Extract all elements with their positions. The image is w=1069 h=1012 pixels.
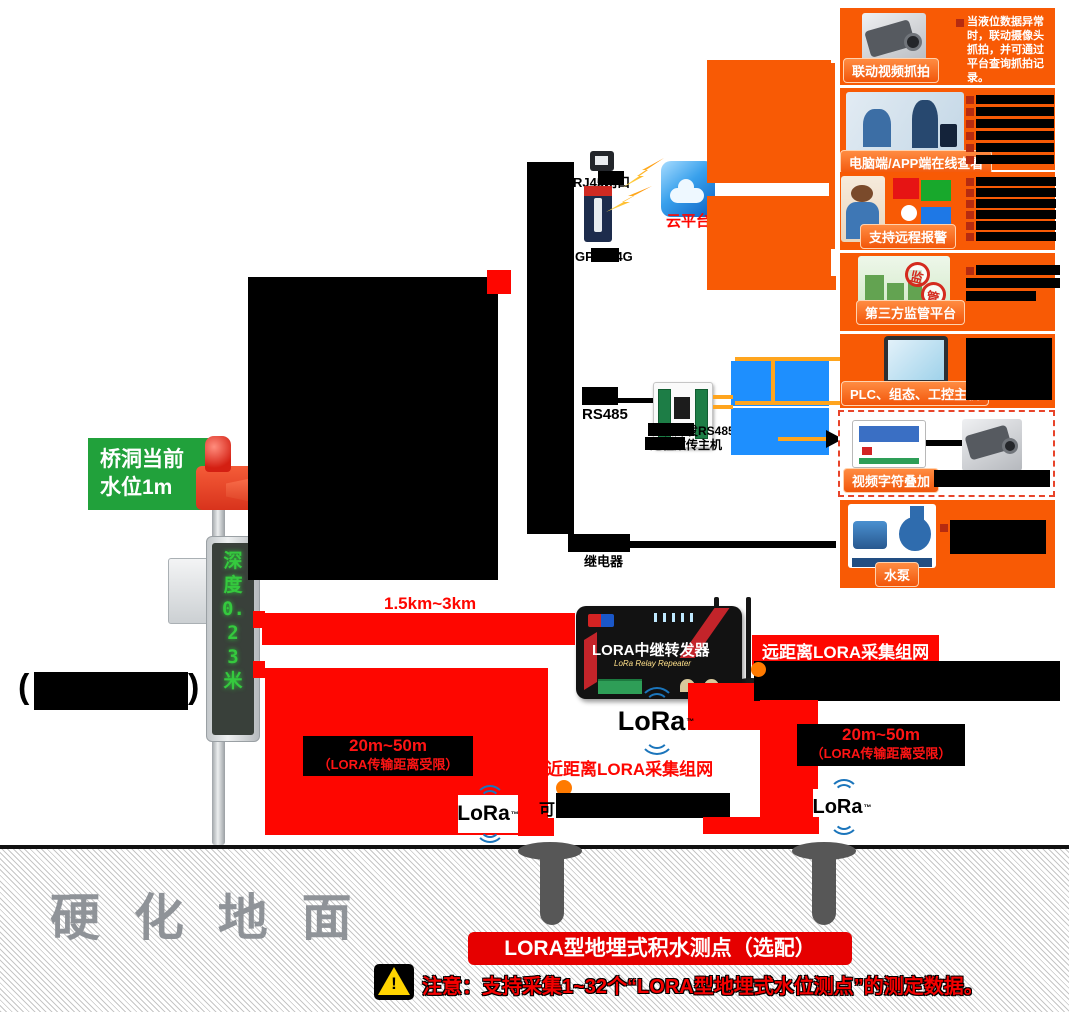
touchscreen-image [884, 336, 948, 384]
blocked-distance-box: 20m~50m （LORA传输距离受限） [303, 736, 473, 776]
feature-label: 联动视频抓拍 [843, 58, 940, 83]
redaction-box [34, 672, 188, 710]
brand-logo [588, 614, 614, 627]
connector-line [926, 440, 962, 446]
ground-label: 硬 化 地 面 [50, 890, 362, 946]
redaction-box [754, 661, 1060, 701]
feature-label: 第三方监管平台 [856, 300, 966, 325]
rj45-port-icon [590, 151, 614, 171]
signal-line [771, 357, 775, 405]
redaction-box [731, 361, 829, 406]
feature-panel-video-capture: 联动视频抓拍 当液位数据异常时，联动摄像头抓拍，并可通过平台查询抓拍记录。 [840, 8, 1055, 85]
feature-desc: 当液位数据异常时，联动摄像头抓拍，并可通过平台查询抓拍记录。 [967, 16, 1044, 84]
signal-line [778, 437, 830, 441]
signal-line [713, 405, 733, 409]
pump-image [848, 504, 936, 568]
blocked-distance-box: 20m~50m （LORA传输距离受限） [797, 724, 965, 766]
blocked-line2: （LORA传输距离受限） [317, 757, 459, 772]
distance-label: 1.5km~3km [384, 594, 477, 613]
lightning-arrow-icon [606, 186, 652, 212]
control-box [168, 558, 212, 624]
redaction-box [518, 818, 554, 836]
color-square-blue [921, 207, 951, 228]
color-square-red [893, 178, 919, 199]
bullet-square [956, 19, 964, 27]
feature-label: 水泵 [875, 562, 920, 587]
repeater-subtitle: LoRa Relay Repeater [614, 659, 691, 668]
repeater-title: LORA中继转发器 [592, 642, 710, 659]
redaction-box [598, 171, 624, 185]
bullet-dot [751, 662, 766, 677]
caption-open-paren: ( [18, 668, 30, 706]
feature-panel-plc: PLC、组态、工控主机 [840, 334, 1055, 408]
illustration-image [846, 92, 964, 156]
rs485-line [618, 398, 656, 403]
terminal-block [598, 679, 642, 694]
osd-device-image [852, 420, 926, 468]
led-depth-text: 深度0.23米 [222, 550, 245, 692]
redaction-box [527, 162, 574, 534]
buried-sensor-body [540, 851, 564, 925]
redaction-box [568, 534, 630, 552]
feature-panel-remote-alarm: 支持远程报警 [840, 172, 1056, 250]
bullet-dot [556, 780, 572, 796]
redaction-box [820, 276, 836, 290]
redaction-box [707, 60, 831, 183]
redaction-box [248, 277, 498, 580]
signal-line [735, 401, 843, 405]
redaction-box [591, 248, 619, 262]
far-network-label: 远距离LORA采集组网 [752, 635, 940, 666]
camera-image [962, 419, 1022, 471]
feature-panel-osd: 视频字符叠加 [838, 410, 1055, 497]
redaction-box [253, 661, 265, 678]
feature-panel-supervision: 监 管 第三方监管平台 [840, 253, 1060, 331]
redaction-box [731, 408, 829, 455]
gprs-modem-icon [584, 186, 612, 242]
blocked-line2: （LORA传输距离受限） [810, 746, 952, 761]
warning-icon: ! [374, 964, 414, 1000]
redaction-box [648, 423, 694, 436]
redaction-box [760, 700, 818, 832]
alarm-beacon [205, 436, 231, 472]
feature-label: PLC、组态、工控主机 [841, 381, 990, 406]
near-network-label: 近距离LORA采集组网 [546, 760, 714, 779]
color-square-green [921, 180, 951, 201]
signal-line [713, 395, 733, 399]
feature-panel-pump: 水泵 [840, 500, 1055, 588]
redaction-box [556, 793, 730, 818]
relay-label: 继电器 [584, 554, 624, 569]
redaction-box [707, 196, 831, 290]
signal-line [735, 357, 843, 361]
redaction-box [487, 270, 511, 294]
antenna-icon [746, 597, 751, 685]
relay-line [630, 541, 836, 548]
color-circle-white [901, 205, 917, 221]
rs485-label: RS485 [582, 406, 628, 423]
buried-sensor-body [812, 851, 836, 925]
redaction-box [703, 817, 819, 834]
cloud-platform-icon [661, 161, 715, 217]
redaction-box [582, 387, 618, 405]
feature-label: 支持远程报警 [860, 224, 957, 249]
buried-sensor-label: LORA型地埋式积水测点（选配） [468, 932, 852, 965]
led-screen: 深度0.23米 [212, 543, 254, 735]
redaction-box [829, 63, 835, 249]
blocked-line1: 20m~50m [842, 725, 920, 744]
notice-text: 注意：支持采集1~32个“LORA型地埋式水位测点”的测定数据。 [422, 976, 984, 998]
feature-label: 视频字符叠加 [843, 468, 940, 493]
caption-close-paren: ) [188, 668, 200, 706]
redaction-box [645, 437, 685, 450]
redaction-box [262, 613, 575, 645]
near-network-fragment: 可 [539, 802, 556, 819]
blocked-line1: 20m~50m [349, 736, 427, 755]
lightning-arrow-icon [622, 158, 664, 188]
cloud-label: 云平台 [666, 213, 712, 230]
feature-panel-online-view: 电脑端/APP端在线查看 [840, 88, 1055, 175]
